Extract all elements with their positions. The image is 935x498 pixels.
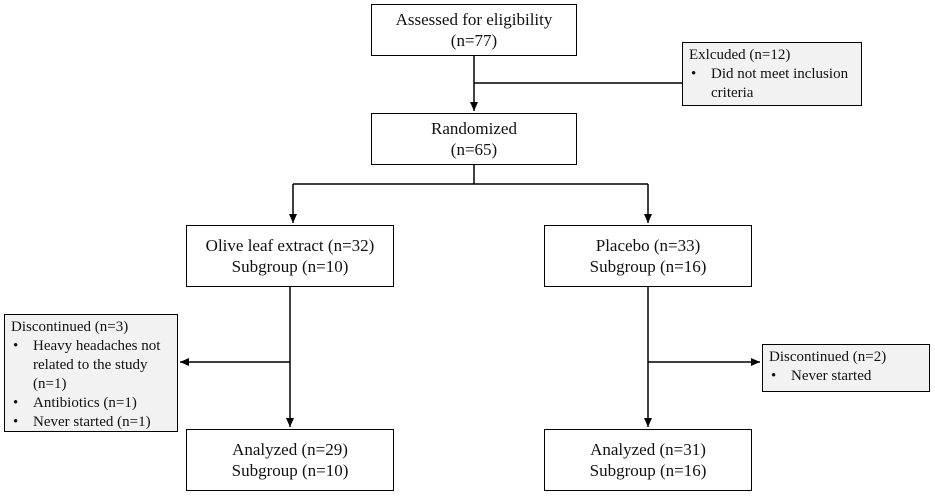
- randomized-label: Randomized: [431, 119, 517, 138]
- analyzed-olive-label: Analyzed (n=29): [232, 440, 348, 459]
- assessed-count: (n=77): [450, 31, 498, 50]
- discontinued-olive-title: Discontinued (n=3): [11, 319, 129, 335]
- excluded-title: Exlcuded (n=12): [689, 47, 791, 63]
- olive-leaf-box: Olive leaf extract (n=32) Subgroup (n=10…: [186, 225, 394, 287]
- discontinued-placebo-box: Discontinued (n=2) Never started: [762, 344, 930, 392]
- assessed-box: Assessed for eligibility (n=77): [371, 4, 577, 56]
- discontinued-olive-item: Heavy headaches not related to the study…: [11, 337, 171, 394]
- randomized-box: Randomized (n=65): [371, 113, 577, 165]
- olive-leaf-subgroup: Subgroup (n=10): [231, 257, 349, 276]
- analyzed-olive-subgroup: Subgroup (n=10): [231, 461, 349, 480]
- discontinued-placebo-item: Never started: [769, 367, 923, 386]
- discontinued-placebo-title: Discontinued (n=2): [769, 349, 887, 365]
- excluded-box: Exlcuded (n=12) Did not meet inclusion c…: [682, 42, 862, 106]
- discontinued-olive-box: Discontinued (n=3) Heavy headaches not r…: [4, 314, 178, 432]
- analyzed-placebo-box: Analyzed (n=31) Subgroup (n=16): [544, 429, 752, 491]
- placebo-box: Placebo (n=33) Subgroup (n=16): [544, 225, 752, 287]
- placebo-label: Placebo (n=33): [595, 236, 701, 255]
- placebo-subgroup: Subgroup (n=16): [589, 257, 707, 276]
- olive-leaf-label: Olive leaf extract (n=32): [205, 236, 375, 255]
- randomized-count: (n=65): [450, 140, 498, 159]
- excluded-item: Did not meet inclusion criteria: [689, 65, 855, 103]
- assessed-label: Assessed for eligibility: [395, 10, 553, 29]
- discontinued-olive-item: Antibiotics (n=1): [11, 394, 171, 413]
- analyzed-placebo-subgroup: Subgroup (n=16): [589, 461, 707, 480]
- analyzed-olive-box: Analyzed (n=29) Subgroup (n=10): [186, 429, 394, 491]
- discontinued-olive-item: Never started (n=1): [11, 413, 171, 432]
- analyzed-placebo-label: Analyzed (n=31): [590, 440, 706, 459]
